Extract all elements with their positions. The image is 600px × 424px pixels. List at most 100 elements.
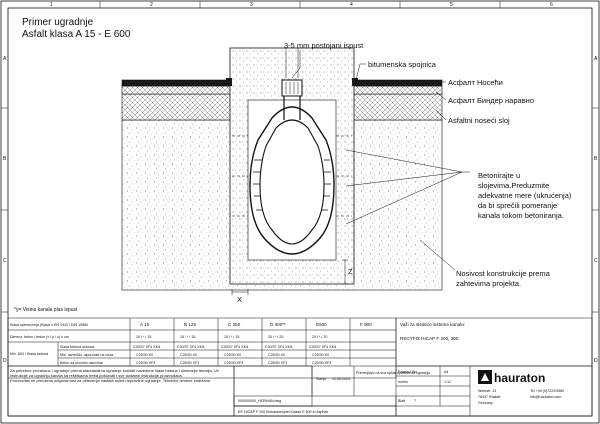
svg-text:zahtevima projekta.: zahtevima projekta. <box>456 279 521 288</box>
contact-email: info@hauraton.com <box>530 395 561 399</box>
marker-right-b: B <box>594 156 598 162</box>
dimension-lines <box>231 48 348 295</box>
table-row-environment: Beton sa okolnim uslovima C25/30 XF3 C25… <box>60 361 331 365</box>
title-line-1: Primer ugradnje <box>22 17 94 28</box>
format-label: Format DIN <box>398 370 417 374</box>
svg-text:C30/37 XF4 XM1: C30/37 XF4 XM1 <box>133 345 161 349</box>
table-dim-d400: 20 / * / 20 <box>268 335 283 339</box>
svg-text:C30/37 XF4 XM1: C30/37 XF4 XM1 <box>265 345 293 349</box>
svg-text:da bi sprečili pomeranje: da bi sprečili pomeranje <box>478 201 557 210</box>
table-group-label: Min. DIN / Klasa betona <box>10 352 48 356</box>
table-header-label: Klasa opterećenja (Klasa u EN 1433 / DIN… <box>10 323 88 327</box>
frame-tick-marks <box>1 1 599 313</box>
format-value: A4 <box>444 370 448 374</box>
table-class-a15: A 15 <box>140 322 150 327</box>
brand-name: hauraton <box>494 371 545 385</box>
svg-text:C25/30 X0: C25/30 X0 <box>180 353 197 357</box>
leader-lines <box>291 50 470 271</box>
svg-text:C25/30 X0: C25/30 X0 <box>224 353 241 357</box>
notes-text: Za potrebne proračune i ugradnju prema s… <box>10 368 232 414</box>
sheet-value: 7 <box>414 399 416 403</box>
marker-right-d: D <box>594 358 598 364</box>
svg-text:Min. razred/kl. otpornosti na: Min. razred/kl. otpornosti na mraz <box>60 353 114 357</box>
table-row-support: Klasa betona oslonca C30/37 XF4 XM1 C30/… <box>60 345 337 349</box>
change-note: Primenjljivo na sva opšta uputstva za ug… <box>356 371 431 375</box>
table-row-frost: Min. razred/kl. otpornosti na mraz C25/3… <box>60 353 329 357</box>
marker-right-c: C <box>594 258 598 264</box>
table-class-e600: E600 <box>316 322 327 327</box>
svg-text:C25/30 XF3: C25/30 XF3 <box>268 361 287 365</box>
channel-body-inner <box>259 119 325 245</box>
marker-left-c: C <box>3 258 7 264</box>
label-subgrade-note: Nosivost konstrukcije prema zahtevima pr… <box>456 269 551 288</box>
table-class-f900: F 900 <box>360 322 372 327</box>
table-dim-b125: 15 / * / 15 <box>180 335 195 339</box>
table-class-d400: D 400** <box>270 322 286 327</box>
title-line-2: Asfalt klasa A 15 - E 600 <box>22 29 131 40</box>
label-asphalt-binder: Асфалт Биндер наравно <box>448 96 534 105</box>
svg-text:C25/30 X0: C25/30 X0 <box>136 353 153 357</box>
marker-left-d: D <box>3 358 7 364</box>
label-gap: 3-5 mm postojani ispust <box>284 41 364 50</box>
address-line-2: 76437 Rastatt <box>478 395 500 399</box>
svg-text:Beton sa okolnim uslovima: Beton sa okolnim uslovima <box>60 361 103 365</box>
grating-top <box>281 79 303 97</box>
dimension-z-label: Z <box>348 267 353 276</box>
valid-system-name: RECYFIX HICAP F 200, 300 <box>400 336 459 341</box>
svg-text:Nosivost konstrukcije prema: Nosivost konstrukcije prema <box>456 269 551 278</box>
bitumen-joint-right <box>352 78 358 86</box>
svg-text:C25/30 X0: C25/30 X0 <box>312 353 329 357</box>
svg-text:slojevima.Preduzmite: slojevima.Preduzmite <box>478 181 549 190</box>
svg-text:kanala tokom betoniranja.: kanala tokom betoniranja. <box>478 211 564 220</box>
marker-left-b: B <box>3 156 7 162</box>
edition-label: Stanje <box>316 377 326 381</box>
table-class-b125: B 125 <box>184 322 196 327</box>
marker-right-a: A <box>594 56 598 62</box>
svg-text:C25/30 XF3: C25/30 XF3 <box>312 361 331 365</box>
bitumen-joint-left <box>226 78 232 86</box>
edition-date: 12.06.2024 <box>332 377 350 381</box>
contact-phone: Tel +49 (0)7222/9580 <box>530 389 564 393</box>
scale-value: 1:12 <box>444 380 451 384</box>
table-dim-label: Dimenz. beton / beton (x / y / z) u cm <box>10 335 69 339</box>
frame-markers: A B C D A B C D 1 2 3 4 5 6 <box>3 2 598 364</box>
drawing-number: 000000000_HERMAN.dwg <box>238 399 281 403</box>
right-panel-frame <box>311 317 593 417</box>
notes-paragraph-1: Za potrebne proračune i ugradnju prema s… <box>10 368 219 378</box>
svg-text:adekvatne mere (ukrućenja): adekvatne mere (ukrućenja) <box>478 191 572 200</box>
valid-systems-label: Važi za sledeće sisteme kanala: <box>400 322 465 327</box>
address-line-3: Germany <box>478 401 493 405</box>
scale-label: merilo <box>398 380 408 384</box>
svg-text:C25/30 XF3: C25/30 XF3 <box>180 361 199 365</box>
grating-slots <box>285 82 299 94</box>
channel-wall-hatch <box>253 159 331 211</box>
svg-text:C30/37 XF4 XM1: C30/37 XF4 XM1 <box>309 345 337 349</box>
marker-top-1: 1 <box>50 2 53 8</box>
address-line-1: Werkstr. 13 <box>478 389 496 393</box>
drawing-title: RF-HICAP F 200 Einbaubeispiel Klasse E 6… <box>238 410 328 414</box>
footnote: *y= Visina kanala plus ispust <box>14 307 78 313</box>
marker-left-a: A <box>3 56 7 62</box>
label-asphalt-wearing: Асфалт Носећи <box>448 78 503 87</box>
table-class-c250: C 250 <box>228 322 241 327</box>
hauraton-logo: hauraton <box>478 370 545 385</box>
label-asphalt-base: Asfaltni noseći sloj <box>448 116 510 125</box>
marker-top-6: 6 <box>550 2 553 8</box>
marker-top-3: 3 <box>250 2 253 8</box>
label-bitumen: bitumenska spojnica <box>368 60 437 69</box>
table-dim-e600: 20 / * / 20 <box>312 335 327 339</box>
sheet-label: Blatt <box>398 399 405 403</box>
svg-text:Betonirajte u: Betonirajte u <box>478 171 520 180</box>
marker-top-5: 5 <box>450 2 453 8</box>
table-dim-c250: 15 / * / 15 <box>224 335 239 339</box>
svg-text:Klasa betona oslonca: Klasa betona oslonca <box>60 345 94 349</box>
svg-text:C25/30 XF3: C25/30 XF3 <box>224 361 243 365</box>
svg-text:C30/37 XF4 XM1: C30/37 XF4 XM1 <box>221 345 249 349</box>
marker-top-4: 4 <box>350 2 353 8</box>
svg-text:C25/30 X0: C25/30 X0 <box>268 353 285 357</box>
label-concrete-note: Betonirajte u slojevima.Preduzmite adekv… <box>478 171 572 220</box>
svg-text:C30/37 XF4 XM1: C30/37 XF4 XM1 <box>177 345 205 349</box>
marker-top-2: 2 <box>150 2 153 8</box>
